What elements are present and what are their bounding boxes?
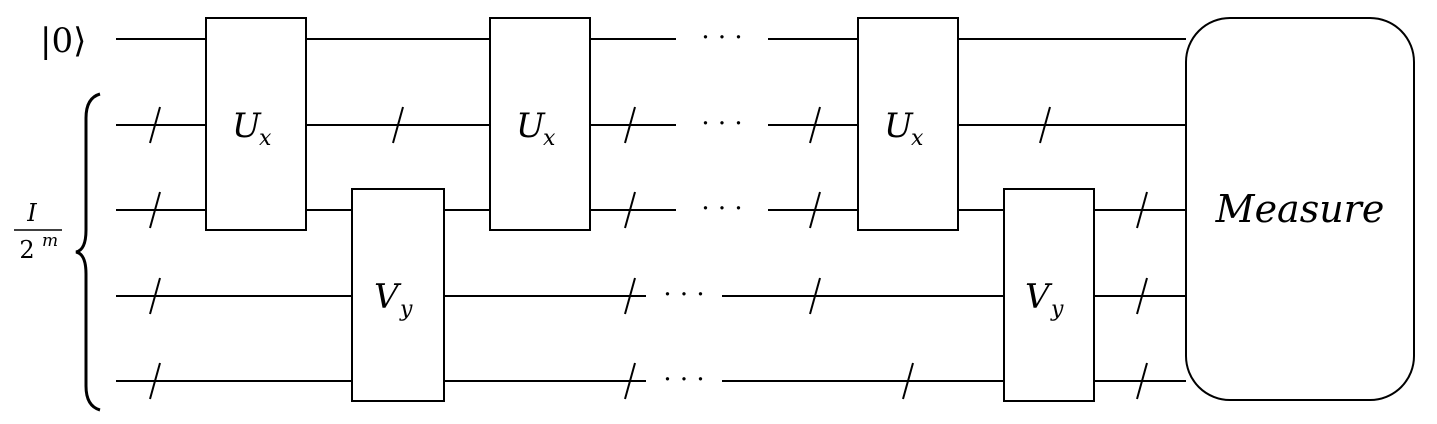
ellipsis-wire-4: · · · (663, 280, 704, 310)
bundle-slash (149, 106, 161, 144)
u-gate-1: U x (205, 17, 307, 231)
v-gate-1: V y (351, 188, 445, 402)
fraction-denominator-exponent: m (42, 231, 58, 251)
v-gate-label: V (1025, 277, 1053, 317)
u-gate-subscript: x (543, 126, 556, 151)
bundle-slash (149, 362, 161, 400)
bundle-slash (624, 106, 636, 144)
fraction-numerator: I (26, 199, 37, 227)
bundle-slash (1136, 191, 1148, 229)
bundle-slash (1136, 277, 1148, 315)
v-gate-label: V (374, 277, 402, 317)
ket-zero-label: |0⟩ (40, 21, 86, 61)
u-gate-3: U x (857, 17, 959, 231)
v-gate-subscript: y (399, 297, 413, 322)
u-gate-subscript: x (911, 126, 924, 151)
measure-label: Measure (1215, 187, 1385, 231)
bundle-slash (809, 191, 821, 229)
bundle-slash (392, 106, 404, 144)
u-gate-subscript: x (259, 126, 272, 151)
bundle-slash (624, 362, 636, 400)
u-gate-label: U (232, 106, 262, 146)
register-brace (75, 92, 101, 412)
input-state-fraction: I 2 m (14, 199, 62, 264)
ellipsis-wire-5: · · · (663, 365, 704, 395)
bundle-slash (624, 277, 636, 315)
bundle-slash (809, 106, 821, 144)
v-gate-subscript: y (1050, 297, 1064, 322)
u-gate-label: U (884, 106, 914, 146)
bundle-slashes (149, 106, 1148, 400)
u-gate-2: U x (489, 17, 591, 231)
ellipsis-wire-1: · · · (701, 23, 742, 53)
bundle-slash (902, 362, 914, 400)
bundle-slash (624, 191, 636, 229)
bundle-slash (1136, 362, 1148, 400)
ellipsis-wire-2: · · · (701, 109, 742, 139)
u-gate-label: U (516, 106, 546, 146)
measure-block: Measure (1185, 17, 1415, 401)
bundle-slash (149, 277, 161, 315)
ellipsis-wire-3: · · · (701, 194, 742, 224)
v-gate-2: V y (1003, 188, 1095, 402)
bundle-slash (149, 191, 161, 229)
bundle-slash (1039, 106, 1051, 144)
bundle-slash (809, 277, 821, 315)
fraction-denominator-base: 2 (19, 236, 34, 264)
